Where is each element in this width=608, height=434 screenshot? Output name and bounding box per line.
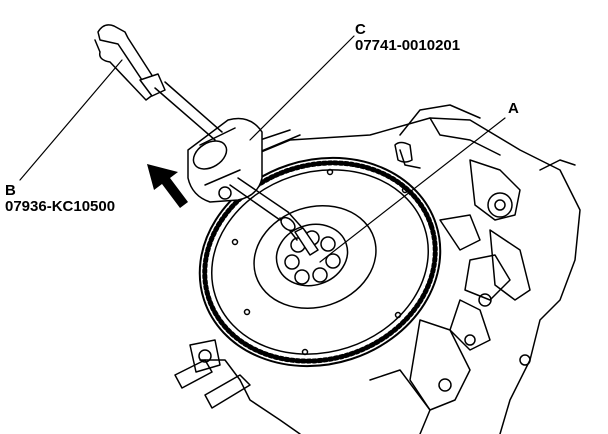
flywheel-inner-ring <box>253 204 377 310</box>
tool-b-remover-shaft <box>94 24 319 256</box>
direction-arrow-icon <box>147 164 188 208</box>
callout-a-letter: A <box>508 100 519 117</box>
callout-b-part-number: 07936-KC10500 <box>5 198 116 215</box>
flywheel <box>198 156 442 368</box>
engine-block <box>174 104 581 434</box>
leader-line-a <box>319 117 506 263</box>
leader-line-b <box>19 59 123 181</box>
callout-a: A <box>508 101 519 117</box>
leader-lines <box>19 35 506 263</box>
flywheel-face <box>211 169 429 355</box>
leader-line-c <box>249 35 355 141</box>
ring-gear-teeth <box>202 160 438 364</box>
callout-c-letter: C <box>355 21 366 38</box>
flywheel-hub <box>275 223 349 287</box>
callout-b-letter: B <box>5 182 16 199</box>
callout-c-part-number: 07741-0010201 <box>355 37 461 54</box>
callout-b: B 07936-KC10500 <box>5 183 115 215</box>
callout-c: C 07741-0010201 <box>355 22 460 54</box>
ring-gear-outer <box>198 156 442 368</box>
tool-c-remover-weight <box>187 117 263 203</box>
flywheel-bolts <box>284 230 341 285</box>
